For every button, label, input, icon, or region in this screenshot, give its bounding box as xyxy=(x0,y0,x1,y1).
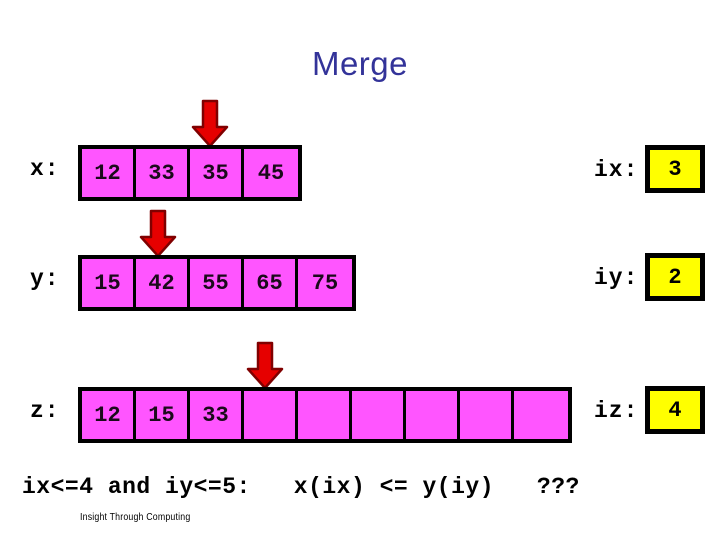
array-cell[interactable]: 45 xyxy=(244,149,298,197)
array-cell[interactable] xyxy=(352,391,406,439)
array-cell[interactable]: 75 xyxy=(298,259,352,307)
row-label-z: z: xyxy=(30,398,60,424)
array-cell[interactable] xyxy=(460,391,514,439)
array-cell[interactable]: 15 xyxy=(136,391,190,439)
loop-condition-text: ix<=4 and iy<=5: xyxy=(22,474,251,500)
index-value-iz[interactable]: 4 xyxy=(645,386,705,434)
array-y: 15 42 55 65 75 xyxy=(78,255,356,311)
array-x: 12 33 35 45 xyxy=(78,145,302,201)
array-cell[interactable]: 33 xyxy=(190,391,244,439)
array-cell[interactable] xyxy=(514,391,568,439)
index-label-ix: ix: xyxy=(594,157,639,183)
index-value-ix[interactable]: 3 xyxy=(645,145,705,193)
index-value-iy[interactable]: 2 xyxy=(645,253,705,301)
array-cell[interactable] xyxy=(406,391,460,439)
array-z: 12 15 33 xyxy=(78,387,572,443)
array-cell[interactable]: 12 xyxy=(82,391,136,439)
row-label-y: y: xyxy=(30,266,60,292)
page-title: Merge xyxy=(311,45,409,82)
array-cell[interactable]: 65 xyxy=(244,259,298,307)
array-cell[interactable]: 35 xyxy=(190,149,244,197)
array-cell[interactable]: 55 xyxy=(190,259,244,307)
array-cell[interactable]: 33 xyxy=(136,149,190,197)
index-label-iz: iz: xyxy=(594,398,639,424)
index-label-iy: iy: xyxy=(594,265,639,291)
array-pointer-arrow-z xyxy=(245,341,285,391)
array-cell[interactable]: 42 xyxy=(136,259,190,307)
condition-gap-2 xyxy=(494,474,537,500)
condition-gap-1 xyxy=(251,474,294,500)
condition-line: ix<=4 and iy<=5: x(ix) <= y(iy) ??? xyxy=(22,474,580,500)
array-pointer-arrow-y xyxy=(138,209,178,259)
array-cell[interactable] xyxy=(244,391,298,439)
footer-branding: Insight Through Computing xyxy=(80,512,191,523)
array-cell[interactable] xyxy=(298,391,352,439)
row-label-x: x: xyxy=(30,156,60,182)
comparison-expression-text: x(ix) <= y(iy) xyxy=(293,474,494,500)
array-cell[interactable]: 12 xyxy=(82,149,136,197)
array-pointer-arrow-x xyxy=(190,99,230,149)
question-marks-text: ??? xyxy=(536,474,580,500)
array-cell[interactable]: 15 xyxy=(82,259,136,307)
